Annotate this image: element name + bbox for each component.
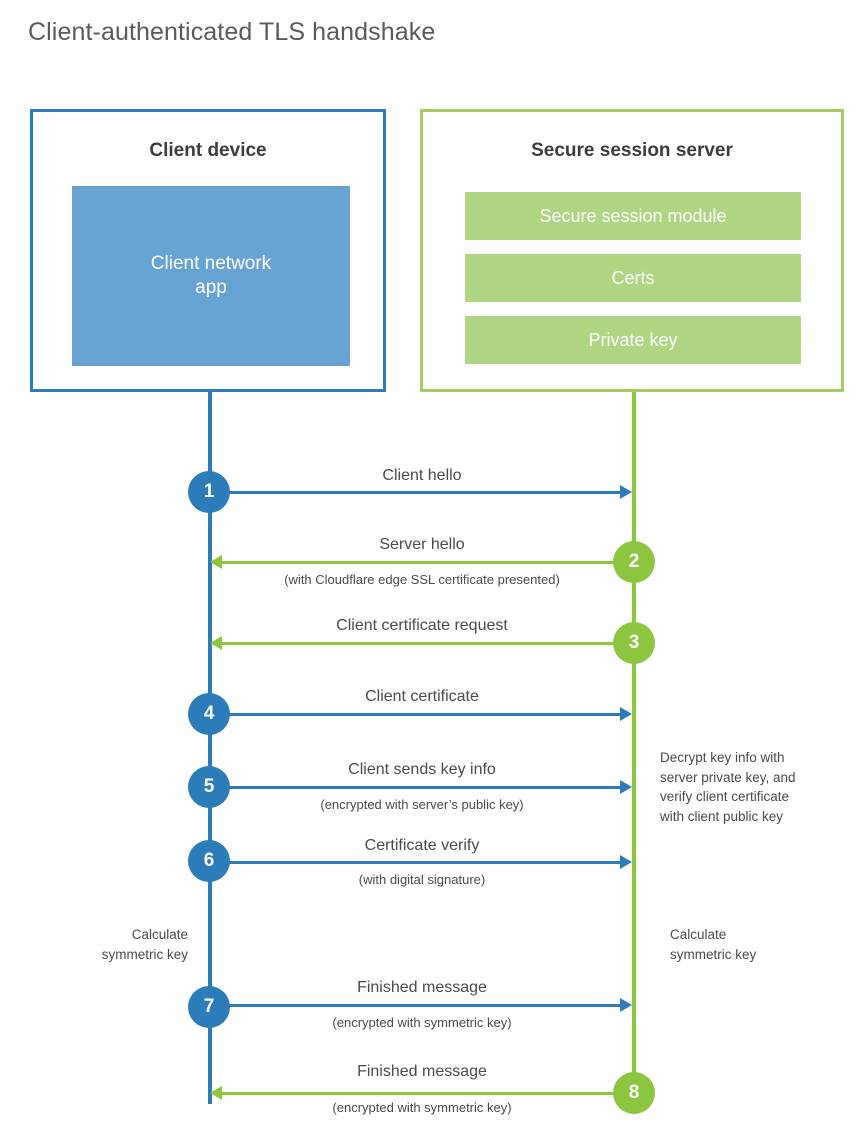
server-bar-private-key: Private key [465, 316, 801, 364]
step-7-circle[interactable]: 7 [188, 986, 230, 1028]
page-title: Client-authenticated TLS handshake [28, 18, 436, 46]
client-app-label-line2: app [195, 277, 227, 298]
step-1-circle[interactable]: 1 [188, 471, 230, 513]
step-8-label: Finished message [357, 1063, 487, 1080]
step-6-circle[interactable]: 6 [188, 840, 230, 882]
step-2-label: Server hello [379, 536, 465, 553]
server-decrypt-note-line4: with client public key [660, 808, 784, 824]
server-calculate-symmetric-key-note: Calculate symmetric key [670, 925, 850, 964]
server-decrypt-note-line3: verify client certificate [660, 789, 790, 805]
step-5-circle[interactable]: 5 [188, 766, 230, 808]
step-3-arrow-line [222, 642, 634, 645]
step-8-circle[interactable]: 8 [613, 1072, 655, 1114]
step-4-arrow-line [210, 713, 622, 716]
client-network-app-block: Client network app [72, 186, 350, 366]
client-lifeline [208, 392, 212, 1104]
step-5-arrow-line [210, 786, 622, 789]
step-5-arrow-head [620, 780, 632, 794]
secure-session-server-box: Secure session server Secure session mod… [420, 109, 844, 392]
server-calc-note-line2: symmetric key [670, 946, 757, 962]
step-7-arrow-line [210, 1004, 622, 1007]
server-calc-note-line1: Calculate [670, 927, 727, 942]
step-2-arrow-line [222, 561, 634, 564]
server-decrypt-note-line2: server private key, and [660, 769, 796, 785]
client-device-box: Client device Client network app [30, 109, 386, 392]
step-3-label: Client certificate request [336, 617, 508, 634]
step-7-label: Finished message [357, 979, 487, 996]
step-6-sublabel: (with digital signature) [358, 872, 486, 887]
secure-session-server-title: Secure session server [531, 140, 733, 161]
server-bar-certs: Certs [465, 254, 801, 302]
server-lifeline [632, 392, 636, 1092]
step-7-sublabel: (encrypted with symmetric key) [332, 1015, 512, 1030]
step-8-sublabel: (encrypted with symmetric key) [332, 1100, 512, 1115]
step-5-sublabel: (encrypted with server’s public key) [320, 797, 524, 812]
step-4-circle[interactable]: 4 [188, 693, 230, 735]
server-decrypt-note: Decrypt key info with server private key… [660, 748, 850, 826]
client-calc-note-line2: symmetric key [101, 946, 188, 962]
step-1-arrow-head [620, 485, 632, 499]
step-2-arrow-head [210, 555, 222, 569]
step-6-arrow-line [210, 861, 622, 864]
step-3-arrow-head [210, 636, 222, 650]
client-calculate-symmetric-key-note: Calculate symmetric key [20, 925, 188, 964]
step-2-sublabel: (with Cloudflare edge SSL certificate pr… [284, 572, 560, 587]
step-4-label: Client certificate [365, 688, 479, 705]
step-1-arrow-line [210, 491, 622, 494]
step-2-circle[interactable]: 2 [613, 541, 655, 583]
step-3-circle[interactable]: 3 [613, 622, 655, 664]
step-7-arrow-head [620, 998, 632, 1012]
step-6-label: Certificate verify [364, 837, 480, 854]
server-decrypt-note-line1: Decrypt key info with [660, 750, 785, 765]
step-1-label: Client hello [382, 467, 462, 484]
client-calc-note-line1: Calculate [131, 927, 188, 942]
step-5-label: Client sends key info [348, 761, 496, 778]
step-6-arrow-head [620, 855, 632, 869]
step-8-arrow-line [222, 1092, 634, 1095]
server-bar-secure-session-module: Secure session module [465, 192, 801, 240]
client-device-title: Client device [149, 140, 267, 161]
client-app-label-line1: Client network [150, 253, 272, 275]
step-8-arrow-head [210, 1086, 222, 1100]
step-4-arrow-head [620, 707, 632, 721]
